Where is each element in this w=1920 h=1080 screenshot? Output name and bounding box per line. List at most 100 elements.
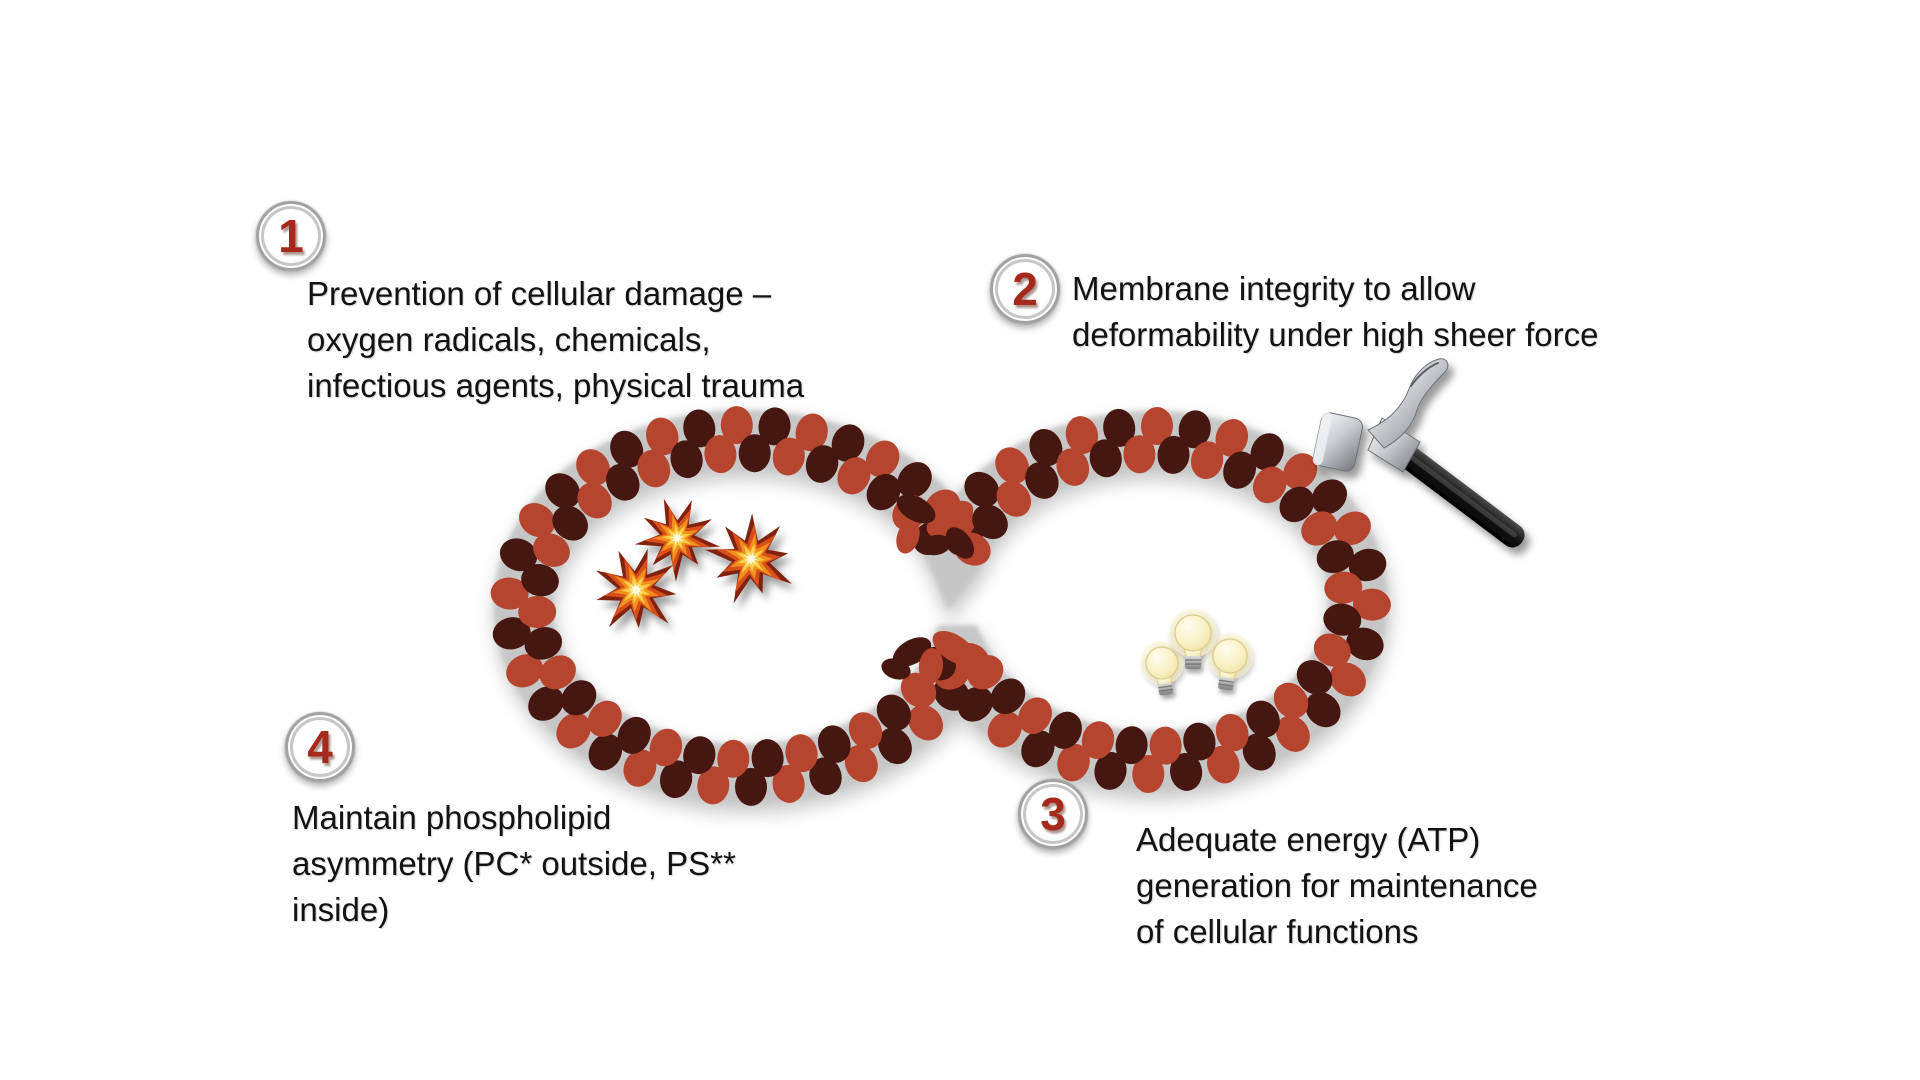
lipid-dot <box>1305 692 1341 728</box>
lipid-dot <box>876 694 912 731</box>
lipid-dot <box>637 449 671 488</box>
lipid-dot <box>1140 407 1174 445</box>
lipid-dot <box>1149 726 1182 765</box>
lipid-dot <box>1183 722 1216 761</box>
lipid-dot <box>717 739 750 778</box>
lipid-dot <box>964 471 1000 508</box>
explosion-icon <box>595 548 677 629</box>
lipid-dot <box>623 749 657 787</box>
hammer-icon <box>1312 358 1525 548</box>
lipid-dot <box>1283 453 1318 490</box>
lipid-dot <box>1190 441 1224 480</box>
lipid-cluster-petal <box>881 658 911 680</box>
lipid-dot <box>519 503 556 538</box>
lipid-dot <box>704 435 737 474</box>
lightbulb-icon <box>1168 608 1218 669</box>
lipid-dot <box>606 463 640 501</box>
lipid-dot <box>1025 462 1059 499</box>
lipid-dot <box>897 462 932 498</box>
lipid-cluster-petal <box>921 534 951 556</box>
lipid-dot <box>1301 511 1338 546</box>
lipid-dot <box>683 736 716 775</box>
step-4-badge: 4 <box>285 712 355 782</box>
lipid-dot <box>524 627 563 660</box>
lipid-dot <box>649 728 683 767</box>
lipid-dot <box>1057 743 1090 782</box>
lipid-dot <box>518 595 557 629</box>
step-2-text: Membrane integrity to allow deformabilit… <box>1072 270 1599 353</box>
lipid-dot <box>1215 713 1249 752</box>
lipid-dot <box>831 424 865 462</box>
lipid-dot <box>987 711 1022 748</box>
lipid-dot <box>758 407 791 446</box>
lipid-dot <box>817 725 851 763</box>
lightbulb-icon <box>1140 641 1184 696</box>
lipid-dot <box>1049 711 1082 749</box>
lipid-dot <box>1323 603 1362 636</box>
lipid-cluster-petal <box>896 520 920 554</box>
lightbulb-icon <box>1207 633 1253 691</box>
lipid-dot <box>996 480 1032 517</box>
lipid-dot <box>521 564 559 597</box>
lipid-dot <box>506 654 544 688</box>
step-1-text: Prevention of cellular damage – oxygen r… <box>307 275 805 404</box>
lipid-dot <box>772 764 805 803</box>
lipid-dot <box>967 655 1004 690</box>
lipid-cluster-petal <box>926 500 974 538</box>
lipid-dot <box>809 757 842 796</box>
lipid-dot <box>556 712 591 749</box>
lipid-dot <box>1103 408 1136 447</box>
lipid-dot <box>878 727 912 765</box>
lipid-dot <box>1329 662 1366 697</box>
step-3-text: Adequate energy (ATP) generation for mai… <box>1136 821 1538 950</box>
lipid-dot <box>1311 479 1347 515</box>
lipid-dot <box>646 417 679 456</box>
lipid-dot <box>561 680 597 716</box>
lipid-dot <box>1056 448 1090 486</box>
lipid-dot <box>577 482 612 519</box>
lipid-dot <box>1273 682 1309 719</box>
lipid-dot <box>1296 660 1333 695</box>
lipid-dot <box>1170 752 1203 791</box>
explosion-icons <box>595 498 792 629</box>
lipid-dot <box>1089 439 1122 478</box>
lipid-dot <box>734 767 768 806</box>
step-2-number: 2 <box>1012 263 1038 315</box>
lipid-dot <box>972 504 1008 540</box>
lipid-dot <box>1324 571 1363 604</box>
explosion-icon <box>704 513 792 604</box>
lipid-dot <box>659 760 693 799</box>
lipid-dot <box>844 745 878 783</box>
lipid-dot <box>1279 486 1315 523</box>
lipid-dot <box>1242 733 1276 771</box>
lipid-dot <box>848 712 883 749</box>
lipid-dot <box>533 533 570 567</box>
lipid-cluster-petal <box>918 648 944 684</box>
lipid-dot <box>995 447 1030 484</box>
step-2-badge: 2 <box>990 254 1060 324</box>
lipid-pinch-clusters <box>881 494 976 684</box>
lipid-dot <box>957 686 994 722</box>
lipid-dot <box>990 678 1026 715</box>
lipid-dot <box>697 766 730 805</box>
lipid-dot <box>610 430 644 468</box>
lipid-dot <box>552 505 588 541</box>
lipid-dot <box>1065 416 1099 454</box>
lipid-dot <box>587 700 622 737</box>
lipid-dot <box>1223 451 1257 489</box>
lipid-dot <box>795 413 828 452</box>
lipid-dot <box>1157 435 1190 474</box>
lipid-dot <box>1334 511 1371 546</box>
lipid-dot <box>1094 751 1127 790</box>
lipid-cluster-petal <box>896 494 936 524</box>
lipid-dot <box>738 434 771 473</box>
lipid-dot <box>837 457 871 495</box>
step-4-text: Maintain phospholipid asymmetry (PC* out… <box>292 799 736 928</box>
lipid-dot <box>576 449 611 486</box>
step-3-number: 3 <box>1040 788 1066 840</box>
explosion-icon <box>634 498 721 582</box>
lipid-dot <box>1029 428 1063 467</box>
lipid-dot <box>539 655 576 690</box>
lipid-dot <box>751 739 784 778</box>
